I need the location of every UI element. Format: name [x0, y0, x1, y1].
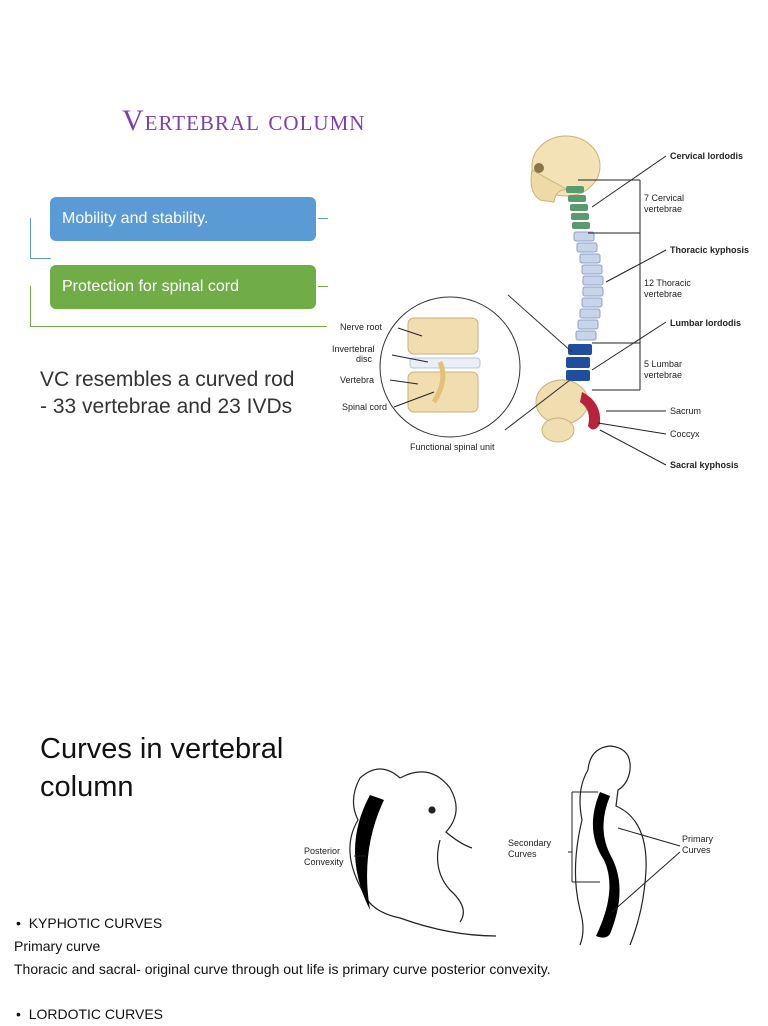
lumbar-vertebrae-illustration	[566, 344, 592, 381]
connector-line	[30, 286, 327, 327]
inset-caption: Functional spinal unit	[410, 442, 495, 452]
vc-description: VC resembles a curved rod - 33 vertebrae…	[40, 366, 294, 420]
fetus-spine-curve	[355, 795, 384, 910]
slide-title: Curves in vertebral column	[40, 730, 283, 806]
label-secondary-curves: Curves	[508, 849, 537, 859]
label-nerve-root: Nerve root	[340, 322, 383, 332]
slide-title: Vertebral column	[122, 104, 366, 137]
label-cervical-lordosis: Cervical lordodis	[670, 151, 743, 161]
description-line: VC resembles a curved rod	[40, 368, 295, 391]
skull-illustration	[530, 135, 601, 203]
label-vertebra: Vertebra	[340, 375, 374, 385]
spine-anatomy-illustration: Cervical lordodis 7 Cervical vertebrae T…	[332, 135, 749, 470]
adult-illustration	[574, 745, 647, 945]
slide-curves: Curves in vertebral column Posterior C	[0, 700, 768, 1024]
lordotic-heading: LORDOTIC CURVES	[28, 1006, 164, 1022]
connector-line	[318, 286, 328, 287]
leader-lines	[354, 791, 681, 913]
box-mobility-stability: Mobility and stability.	[50, 197, 316, 241]
slide-vertebral-column: Vertebral column Mobility and stability.…	[30, 104, 749, 470]
label-posterior-convexity: Posterior	[304, 846, 340, 856]
list-item: • LORDOTIC CURVES	[16, 1006, 164, 1022]
pelvis-illustration	[535, 379, 589, 443]
connector-line	[30, 218, 51, 259]
functional-spinal-unit-inset	[379, 294, 573, 438]
label-coccyx: Coccyx	[670, 429, 700, 439]
label-cervical-vertebrae: 7 Cervical	[644, 193, 684, 203]
label-posterior-convexity: Convexity	[304, 857, 344, 867]
label-intervertebral-disc: Invertebral	[332, 344, 375, 354]
label-thoracic-kyphosis: Thoracic kyphosis	[670, 245, 749, 255]
label-thoracic-vertebrae: 12 Thoracic	[644, 278, 691, 288]
leader-lines	[389, 155, 667, 466]
label-cervical-vertebrae: vertebrae	[644, 204, 682, 214]
box-spinal-cord-protection: Protection for spinal cord	[50, 265, 316, 309]
label-sacral-kyphosis: Sacral kyphosis	[670, 460, 739, 470]
description-line: - 33 vertebrae and 23 IVDs	[40, 395, 293, 418]
adult-spine-curve	[592, 792, 620, 938]
label-primary-curves: Curves	[682, 845, 711, 855]
label-primary-curves: Primary	[682, 834, 713, 844]
label-lumbar-vertebrae: 5 Lumbar	[644, 359, 682, 369]
thoracic-vertebrae-illustration	[573, 231, 604, 341]
primary-curve-text: Primary curve	[14, 938, 101, 954]
label-secondary-curves: Secondary	[508, 838, 552, 848]
sacrum-coccyx-illustration	[580, 392, 601, 430]
curve-notes: • KYPHOTIC CURVES Primary curve Thoracic…	[14, 912, 754, 1026]
label-lumbar-vertebrae: vertebrae	[644, 370, 682, 380]
label-sacrum: Sacrum	[670, 406, 701, 416]
spacer	[14, 981, 754, 1003]
kyphotic-heading: KYPHOTIC CURVES	[28, 915, 163, 931]
label-intervertebral-disc: disc	[356, 354, 373, 364]
connector-line	[318, 218, 328, 219]
label-lumbar-lordosis: Lumbar lordodis	[670, 318, 741, 328]
fetus-illustration	[349, 768, 497, 937]
title-line: column	[40, 771, 134, 803]
title-line: Curves in vertebral	[40, 733, 284, 765]
thoracic-sacral-text: Thoracic and sacral- original curve thro…	[14, 961, 551, 977]
cervical-vertebrae-illustration	[566, 186, 590, 229]
label-thoracic-vertebrae: vertebrae	[644, 289, 682, 299]
list-item: • KYPHOTIC CURVES	[16, 915, 163, 931]
label-spinal-cord: Spinal cord	[342, 402, 387, 412]
spinal-curves-illustration: Posterior Convexity Secondary Curves Pri…	[304, 745, 713, 945]
